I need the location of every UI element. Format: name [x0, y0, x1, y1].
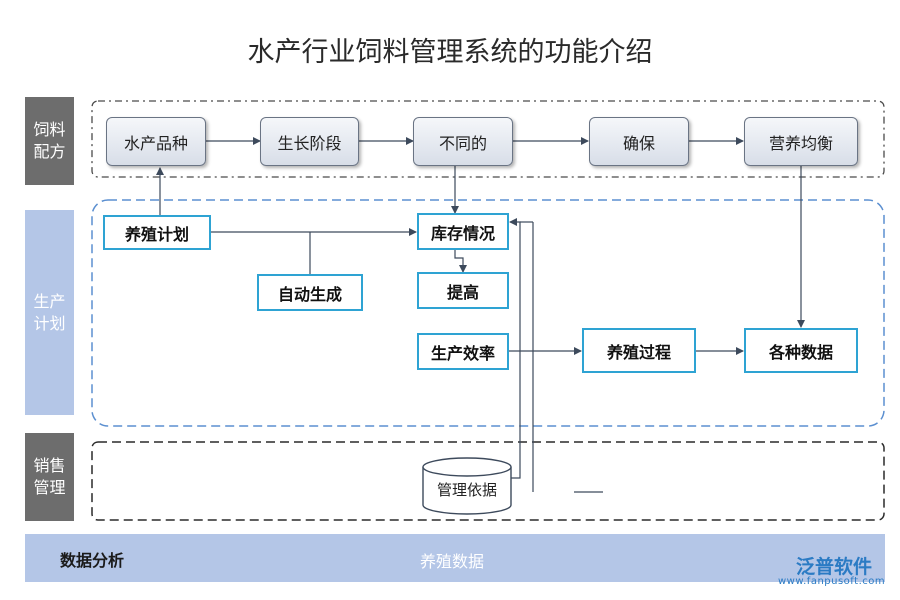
various-data-box: 各种数据 [744, 328, 858, 373]
section-label-feed: 饲料 配方 [25, 97, 74, 185]
auto-generate-box: 自动生成 [257, 274, 363, 311]
data-analysis-bar [25, 534, 885, 582]
inventory-box: 库存情况 [417, 213, 509, 250]
improve-box: 提高 [417, 272, 509, 309]
feed-container [91, 100, 885, 178]
data-analysis-label: 数据分析 [60, 551, 125, 570]
breeding-process-box: 养殖过程 [582, 328, 696, 373]
feed-node-4: 确保 [589, 117, 689, 166]
section-label-sales: 销售 管理 [25, 433, 74, 521]
logo-text: 泛普软件 [796, 556, 873, 578]
feed-node-3: 不同的 [413, 117, 513, 166]
feed-node-2: 生长阶段 [260, 117, 359, 166]
logo-url: www.fanpusoft.com [778, 576, 886, 587]
sales-container [91, 441, 885, 521]
feed-node-5: 营养均衡 [744, 117, 858, 166]
production-container [91, 199, 885, 427]
breeding-data-label: 养殖数据 [420, 552, 485, 571]
section-label-production: 生产 计划 [25, 210, 74, 415]
breeding-plan-box: 养殖计划 [103, 215, 211, 250]
management-basis-label: 管理依据 [436, 481, 497, 499]
feed-node-1: 水产品种 [106, 117, 206, 166]
page-title: 水产行业饲料管理系统的功能介绍 [247, 37, 653, 68]
database-cylinder [422, 457, 512, 515]
efficiency-box: 生产效率 [417, 333, 509, 370]
